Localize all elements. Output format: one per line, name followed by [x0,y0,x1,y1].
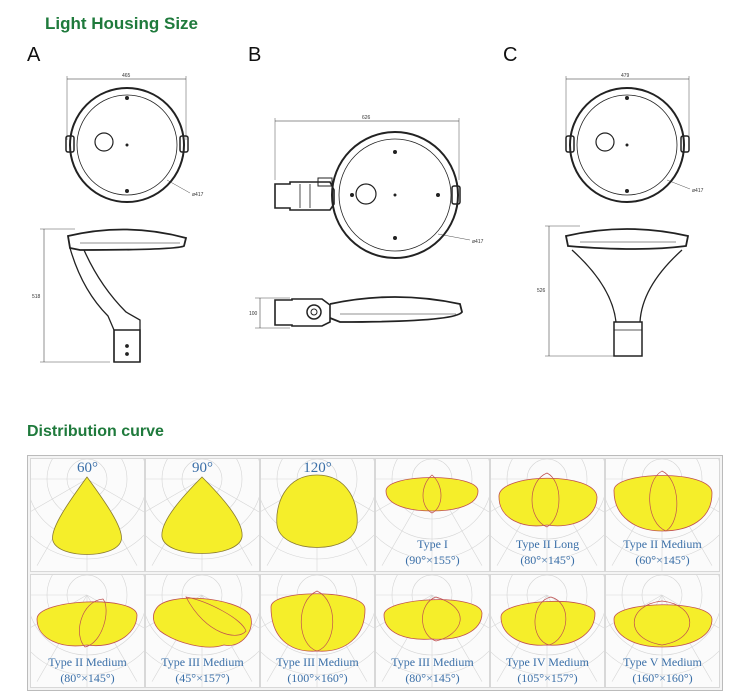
view-b-width-dim: 626 [362,115,371,121]
distribution-curve-cell: Type III Medium (80°×145°) [375,574,490,688]
distribution-curve-cell: Type II Medium (80°×145°) [30,574,145,688]
beam-pattern-overlay [634,600,690,646]
curve-type-label: Type II Medium [623,537,702,551]
polar-diagram [31,575,144,687]
beam-pattern-overlay [300,590,334,652]
housing-drawings: 465 ø417 518 626 ø417 100 479 ø417 526 [32,73,704,363]
curve-angle-label: (105°×157°) [517,671,578,685]
curve-type-label: Type V Medium [623,655,702,669]
curve-type-label: 90° [192,460,213,476]
curve-type-label: Type II Long [515,537,580,551]
beam-pattern-overlay [531,472,560,528]
beam-pattern [385,477,479,512]
view-b-side-drawing [255,296,463,329]
curve-angle-label: (80°×145°) [405,671,460,685]
beam-pattern-overlay [649,470,678,532]
curve-angle-label: (90°×155°) [405,553,460,567]
distribution-curve-cell: Type IV Medium (105°×157°) [490,574,605,688]
view-c-width-dim: 479 [621,73,630,79]
polar-diagram [261,459,374,571]
distribution-curve-cell: 60° [30,458,145,572]
housing-size-heading: Light Housing Size [45,14,198,33]
polar-diagram [31,459,144,571]
polar-diagram [606,575,719,687]
polar-diagram [491,459,604,571]
beam-pattern [613,475,713,532]
curve-type-label: 60° [77,460,98,476]
polar-diagram [146,575,259,687]
view-c-letter: C [503,44,518,66]
view-c-diameter-dim: ø417 [692,188,704,194]
curve-type-label: Type I [417,537,448,551]
curve-type-label: Type III Medium [276,655,359,669]
beam-pattern-overlay [422,474,442,514]
distribution-curve-cell: Type III Medium (45°×157°) [145,574,260,688]
beam-pattern [152,597,252,648]
distribution-curve-cell: Type III Medium (100°×160°) [260,574,375,688]
view-b-top-drawing [274,118,471,259]
curve-angle-label: (60°×145°) [635,553,690,567]
view-a-height-dim: 518 [32,294,41,300]
polar-diagram [606,459,719,571]
beam-pattern-overlay [79,598,107,648]
view-a-width-dim: 465 [122,73,131,79]
curve-type-label: 120° [303,460,332,476]
beam-pattern [383,599,483,640]
beam-pattern [161,476,243,554]
beam-pattern [276,474,358,548]
distribution-curve-cell: Type I (90°×155°) [375,458,490,572]
view-b-diameter-dim: ø417 [472,239,484,245]
curve-type-label: Type IV Medium [506,655,589,669]
view-a-letter: A [27,44,41,66]
polar-diagram [146,459,259,571]
beam-pattern [613,604,713,648]
view-c-height-dim: 526 [537,288,546,294]
polar-diagram [261,575,374,687]
distribution-curve-cell: Type II Long (80°×145°) [490,458,605,572]
view-a-top-drawing [65,76,191,203]
view-b-letter: B [248,44,262,66]
distribution-curve-cell: Type V Medium (160°×160°) [605,574,720,688]
view-c-side-drawing [545,225,690,357]
curve-angle-label: (100°×160°) [287,671,348,685]
beam-pattern-overlay [534,596,567,646]
beam-pattern-overlay [422,596,461,642]
beam-pattern [270,593,366,652]
polar-diagram [376,459,489,571]
curve-type-label: Type II Medium [48,655,127,669]
beam-pattern [52,476,122,555]
distribution-curve-grid: 60° 90° 120° Type I (90°×155°) Type II Long (8… [27,455,723,691]
distribution-curve-heading: Distribution curve [27,423,164,440]
polar-diagram [491,575,604,687]
curve-type-label: Type III Medium [391,655,474,669]
distribution-curve-cell: 90° [145,458,260,572]
view-a-side-drawing [40,228,188,363]
view-a-diameter-dim: ø417 [192,192,204,198]
beam-pattern [500,600,596,646]
beam-pattern [498,477,598,527]
beam-pattern [36,601,138,647]
curve-angle-label: (160°×160°) [632,671,693,685]
curve-type-label: Type III Medium [161,655,244,669]
curve-angle-label: (45°×157°) [175,671,230,685]
curve-angle-label: (80°×145°) [520,553,575,567]
polar-diagram [376,575,489,687]
beam-pattern-overlay [185,596,247,636]
view-b-height-dim: 100 [249,311,258,317]
distribution-curve-cell: Type II Medium (60°×145°) [605,458,720,572]
curve-angle-label: (80°×145°) [60,671,115,685]
distribution-curve-cell: 120° [260,458,375,572]
view-c-top-drawing [565,76,691,203]
